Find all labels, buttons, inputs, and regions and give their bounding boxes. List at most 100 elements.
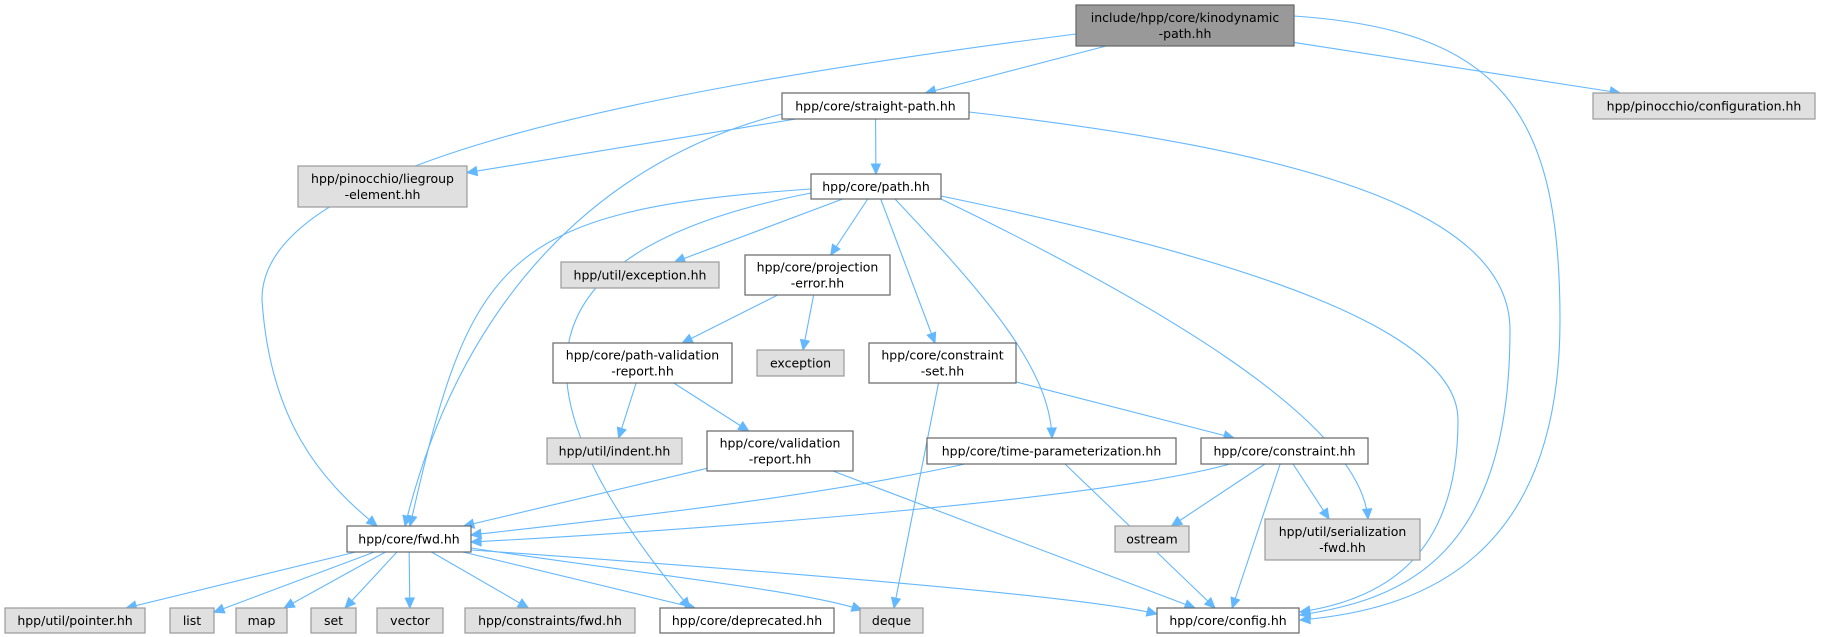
arrowhead-icon [1203, 596, 1216, 609]
edge-vrep-to-fwd [463, 467, 708, 527]
node-label: hpp/pinocchio/liegroup [311, 171, 454, 186]
node-label: set [324, 613, 343, 628]
node-box [1075, 4, 1295, 47]
node-box [781, 92, 970, 120]
arrowhead-icon [830, 243, 841, 257]
node-box [659, 607, 835, 634]
node-pointer: hpp/util/pointer.hh [4, 607, 146, 634]
node-indent: hpp/util/indent.hh [546, 437, 683, 465]
node-proj[interactable]: hpp/core/projection-error.hh [744, 254, 891, 296]
arrowhead-icon [616, 426, 627, 440]
edge-path-to-timep [894, 198, 1053, 439]
edge-kino-to-pinconf [1293, 41, 1621, 94]
node-box [868, 342, 1017, 384]
edge-timep-to-fwd [470, 463, 966, 536]
node-straight[interactable]: hpp/core/straight-path.hh [781, 92, 970, 120]
edge-kino-to-fwd [261, 33, 1077, 527]
node-pvr[interactable]: hpp/core/path-validation-report.hh [552, 342, 733, 384]
node-serial: hpp/util/serialization-fwd.hh [1264, 518, 1421, 561]
arrowhead-icon [465, 165, 479, 177]
node-uexc: hpp/util/exception.hh [560, 261, 720, 289]
edge-path-to-deprecated [565, 192, 812, 609]
arrowhead-icon [516, 598, 530, 609]
node-liegroup: hpp/pinocchio/liegroup-element.hh [297, 165, 468, 208]
node-box [706, 430, 854, 472]
node-label: -element.hh [345, 187, 421, 202]
node-label: -report.hh [611, 364, 674, 379]
edge-straight-to-liegroup [466, 118, 796, 174]
node-constraint[interactable]: hpp/core/constraint.hh [1200, 437, 1369, 465]
node-label: -path.hh [1159, 26, 1212, 41]
node-box [560, 261, 720, 289]
node-cset[interactable]: hpp/core/constraint-set.hh [868, 342, 1017, 384]
node-timep[interactable]: hpp/core/time-parameterization.hh [926, 437, 1177, 465]
node-label: list [183, 613, 201, 628]
arrowhead-icon [283, 598, 296, 609]
arrowhead-icon [850, 601, 864, 612]
node-map: map [235, 607, 288, 634]
node-box [552, 342, 733, 384]
edge-kino-to-straight [925, 45, 1107, 94]
edge-fwd-to-map [283, 551, 386, 609]
edge-constraint-to-config [1231, 463, 1281, 609]
arrowhead-icon [365, 515, 378, 527]
node-box [859, 607, 924, 634]
node-box [1264, 518, 1421, 561]
edge-constraint-to-serial [1292, 463, 1330, 520]
nodes-layer: include/hpp/core/kinodynamic-path.hh hpp/… [4, 4, 1816, 634]
edge-fwd-to-deque [470, 547, 863, 611]
node-box [1592, 92, 1816, 120]
arrowhead-icon [870, 163, 882, 176]
arrowhead-icon [1230, 596, 1241, 610]
node-box [310, 607, 357, 634]
node-label: hpp/core/config.hh [1169, 613, 1286, 628]
node-label: ostream [1126, 532, 1177, 547]
edge-constraint-to-fwd [470, 463, 1231, 543]
edge-fwd-to-deprecated [462, 551, 696, 609]
node-label: hpp/core/constraint.hh [1213, 444, 1355, 459]
arrowhead-icon [344, 596, 357, 609]
edge-fwd-to-pointer [126, 551, 356, 609]
node-label: -error.hh [791, 276, 844, 291]
edge-path-to-config [940, 195, 1459, 613]
node-label: vector [390, 613, 431, 628]
node-box [1200, 437, 1369, 465]
edge-cset-to-constraint [1015, 381, 1235, 439]
node-path[interactable]: hpp/core/path.hh [810, 173, 942, 200]
node-deprecated[interactable]: hpp/core/deprecated.hh [659, 607, 835, 634]
arrowhead-icon [1145, 606, 1159, 617]
node-box [926, 437, 1177, 465]
arrowhead-icon [737, 420, 750, 432]
arrowhead-icon [407, 514, 418, 528]
node-box [756, 349, 845, 377]
node-fwd[interactable]: hpp/core/fwd.hh [346, 525, 472, 553]
node-label: -report.hh [749, 452, 812, 467]
node-kino[interactable]: include/hpp/core/kinodynamic-path.hh [1075, 4, 1295, 47]
node-deque: deque [859, 607, 924, 634]
edge-cset-to-deque [893, 382, 940, 609]
node-box [810, 173, 942, 200]
node-box [744, 254, 891, 296]
node-box [376, 607, 444, 634]
node-cfwd: hpp/constraints/fwd.hh [464, 607, 636, 634]
node-label: -set.hh [921, 364, 964, 379]
node-set: set [310, 607, 357, 634]
node-config[interactable]: hpp/core/config.hh [1156, 607, 1300, 634]
edge-fwd-to-list [213, 551, 375, 613]
edge-fwd-to-config [470, 549, 1158, 615]
edge-straight-to-fwd [404, 113, 783, 527]
node-label: hpp/core/deprecated.hh [672, 613, 822, 628]
node-label: include/hpp/core/kinodynamic [1091, 10, 1280, 25]
node-vrep[interactable]: hpp/core/validation-report.hh [706, 430, 854, 472]
edge-path-to-fwd [409, 188, 812, 527]
arrowhead-icon [799, 338, 811, 352]
node-list: list [169, 607, 215, 634]
arrowhead-icon [681, 333, 695, 344]
node-pinconf: hpp/pinocchio/configuration.hh [1592, 92, 1816, 120]
edge-pvr-to-vrep [673, 382, 750, 432]
arrowhead-icon [1170, 515, 1184, 527]
arrowhead-icon [1318, 507, 1330, 521]
node-ostream: ostream [1114, 525, 1190, 553]
edges-layer [125, 15, 1622, 625]
edge-straight-to-config [968, 111, 1511, 616]
